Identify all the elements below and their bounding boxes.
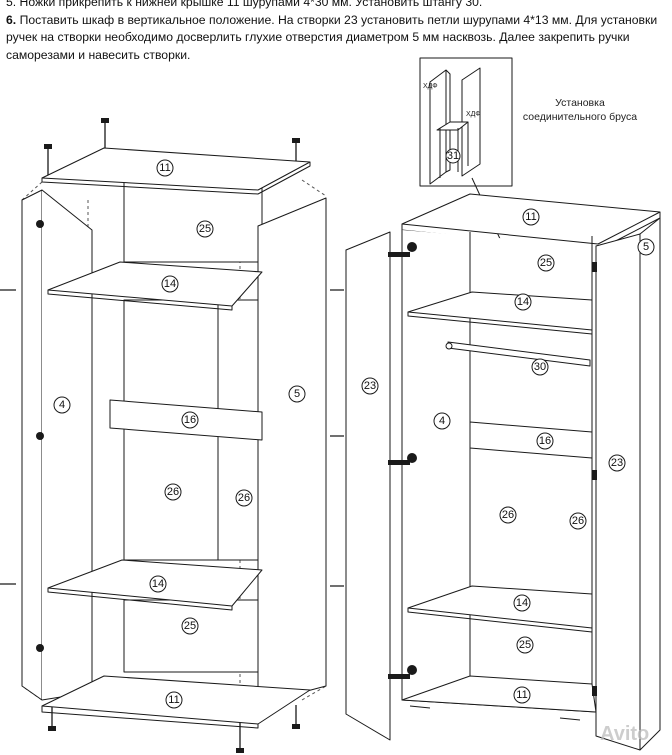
exploded-label-top-cover: 11: [159, 162, 170, 174]
exploded-label-shelf-lower: 14: [152, 578, 164, 590]
exploded-label-shelf-upper: 14: [164, 278, 176, 290]
inset-caption-line-1: Установка: [555, 97, 605, 109]
assembled-label-left-side: 4: [439, 415, 445, 427]
assembled-label-shelf-lower: 14: [516, 597, 528, 609]
assembled-part-markers: 11 5 25 14 30 4 16 23 23 26 26 14 25 11: [361, 208, 655, 704]
exploded-label-crossbar: 16: [184, 414, 196, 426]
inset-material-label-2: ХДФ: [466, 111, 481, 118]
step-6-paragraph: 6. Поставить шкаф в вертикальное положен…: [6, 12, 670, 65]
assembled-label-back-lower: 25: [519, 639, 531, 651]
assembled-label-crossbar: 16: [539, 435, 551, 447]
step-6-text: Поставить шкаф в вертикальное положение.…: [6, 12, 658, 62]
assembled-label-back-right: 26: [572, 515, 584, 527]
assembled-lower-shelf: [407, 585, 593, 629]
assembled-crossbar: [469, 421, 593, 459]
watermark-logo: Avito: [600, 723, 649, 745]
assembled-view: 11 5 25 14 30 4 16 23 23 26 26 14 25 11: [345, 193, 661, 751]
inset-material-label-1: ХДФ: [423, 83, 438, 90]
exploded-upper-shelf: [47, 261, 263, 307]
assembled-label-rod: 30: [534, 361, 546, 373]
inset-caption-line-2: соединительного бруса: [523, 111, 637, 123]
exploded-right-side-panel: [257, 197, 327, 705]
exploded-label-back-left: 26: [167, 486, 179, 498]
exploded-label-bottom-cover: 11: [168, 694, 179, 706]
exploded-left-side-panel: [41, 189, 93, 701]
assembled-label-door-left: 23: [364, 380, 376, 392]
exploded-back-upper-panel: [123, 179, 263, 263]
exploded-label-back-lower: 25: [184, 620, 196, 632]
assembled-right-door: [595, 233, 641, 751]
exploded-back-lower-panel: [123, 599, 263, 673]
part-label-31: 31: [447, 150, 459, 162]
exploded-view: 11 25 14 4 5 16 26 26 14 25 11: [0, 118, 344, 753]
exploded-top-cover: [41, 147, 311, 191]
exploded-label-left-side: 4: [59, 399, 65, 411]
exploded-part-markers: 11 25 14 4 5 16 26 26 14 25 11: [53, 159, 306, 709]
assembled-label-back-left: 26: [502, 509, 514, 521]
assembled-label-top-cover: 11: [525, 211, 536, 223]
part-marker-31: [445, 148, 461, 164]
assembled-left-door: [345, 231, 391, 741]
inset-connecting-bar: ХДФ ХДФ 31 Установка соединительного бру…: [419, 57, 637, 381]
assembled-label-shelf-upper: 14: [517, 296, 529, 308]
assembled-label-right-side: 5: [643, 241, 649, 253]
assembled-label-door-right: 23: [611, 457, 623, 469]
door-hinges: [388, 242, 597, 696]
step-6-number: 6.: [6, 12, 17, 27]
assembled-label-back-upper: 25: [540, 257, 552, 269]
exploded-label-back-right: 26: [238, 492, 250, 504]
step-5-text: 5. Ножки прикрепить к нижней крышке 11 ш…: [6, 0, 483, 9]
exploded-label-right-side: 5: [294, 388, 300, 400]
exploded-label-back-upper: 25: [199, 223, 211, 235]
assembled-label-bottom-cover: 11: [516, 689, 527, 701]
assembled-upper-shelf: [407, 291, 593, 331]
assembly-instructions: 5. Ножки прикрепить к нижней крышке 11 ш…: [6, 0, 670, 64]
assembled-bottom-cover: [401, 675, 597, 713]
